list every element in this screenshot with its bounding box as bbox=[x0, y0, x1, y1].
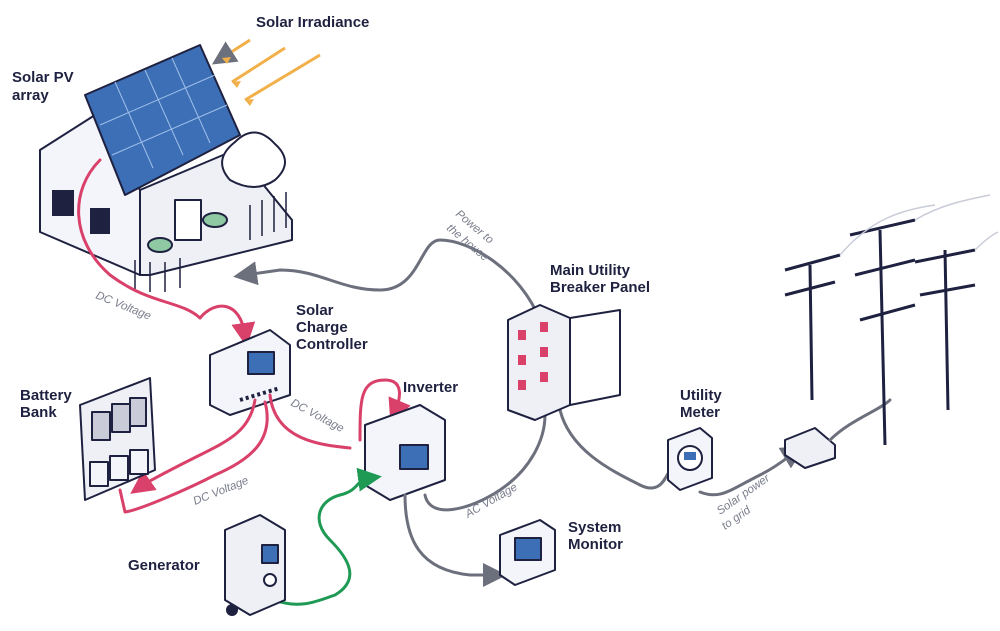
grid-junction-box bbox=[784, 427, 836, 469]
dc-wire-inverter-in bbox=[358, 378, 411, 442]
label-breaker-panel-2: Breaker Panel bbox=[550, 279, 650, 296]
label-charge-controller-3: Controller bbox=[296, 336, 368, 353]
ac-wire-panel-meter bbox=[558, 408, 672, 490]
generator-wire bbox=[273, 467, 382, 606]
main-utility-breaker-panel bbox=[507, 304, 621, 421]
label-solar-pv-array-2: array bbox=[12, 87, 49, 104]
label-charge-controller-2: Charge bbox=[296, 319, 348, 336]
system-monitor bbox=[499, 519, 556, 586]
ac-wire-inverter-panel bbox=[423, 413, 547, 512]
generator bbox=[224, 514, 286, 616]
label-solar-pv-array-1: Solar PV bbox=[12, 69, 74, 86]
sun-rays-icon bbox=[211, 38, 321, 106]
label-system-monitor-2: Monitor bbox=[568, 536, 623, 553]
label-breaker-panel-1: Main Utility bbox=[550, 262, 631, 279]
label-utility-meter-1: Utility bbox=[680, 387, 722, 404]
wire-label-dc-controller: DC Voltage bbox=[289, 397, 346, 435]
solar-charge-controller bbox=[209, 329, 291, 416]
dc-wire-pv bbox=[77, 158, 245, 335]
wire-label-ac: AC Voltage bbox=[463, 481, 520, 521]
label-battery-bank-1: Battery bbox=[20, 387, 72, 404]
dc-wire-to-battery bbox=[130, 398, 257, 494]
ac-wire-inverter-monitor bbox=[403, 493, 507, 587]
utility-meter bbox=[667, 427, 713, 491]
dc-wire-controller-inverter bbox=[268, 393, 352, 450]
label-utility-meter-2: Meter bbox=[680, 404, 720, 421]
label-inverter: Inverter bbox=[403, 379, 458, 396]
label-system-monitor-1: System bbox=[568, 519, 621, 536]
battery-bank bbox=[79, 377, 156, 501]
label-charge-controller-1: Solar bbox=[296, 302, 334, 319]
dc-wire-battery-return bbox=[118, 400, 269, 514]
house-solar-pv-array bbox=[39, 44, 293, 292]
label-battery-bank-2: Bank bbox=[20, 404, 57, 421]
inverter bbox=[364, 404, 446, 501]
power-line-poles bbox=[784, 194, 999, 446]
label-generator: Generator bbox=[128, 557, 200, 574]
wire-label-dc-battery: DC Voltage bbox=[192, 475, 251, 508]
ac-wire-house bbox=[233, 238, 542, 322]
label-solar-irradiance: Solar Irradiance bbox=[256, 14, 369, 31]
grid-feed-wire bbox=[828, 398, 892, 442]
